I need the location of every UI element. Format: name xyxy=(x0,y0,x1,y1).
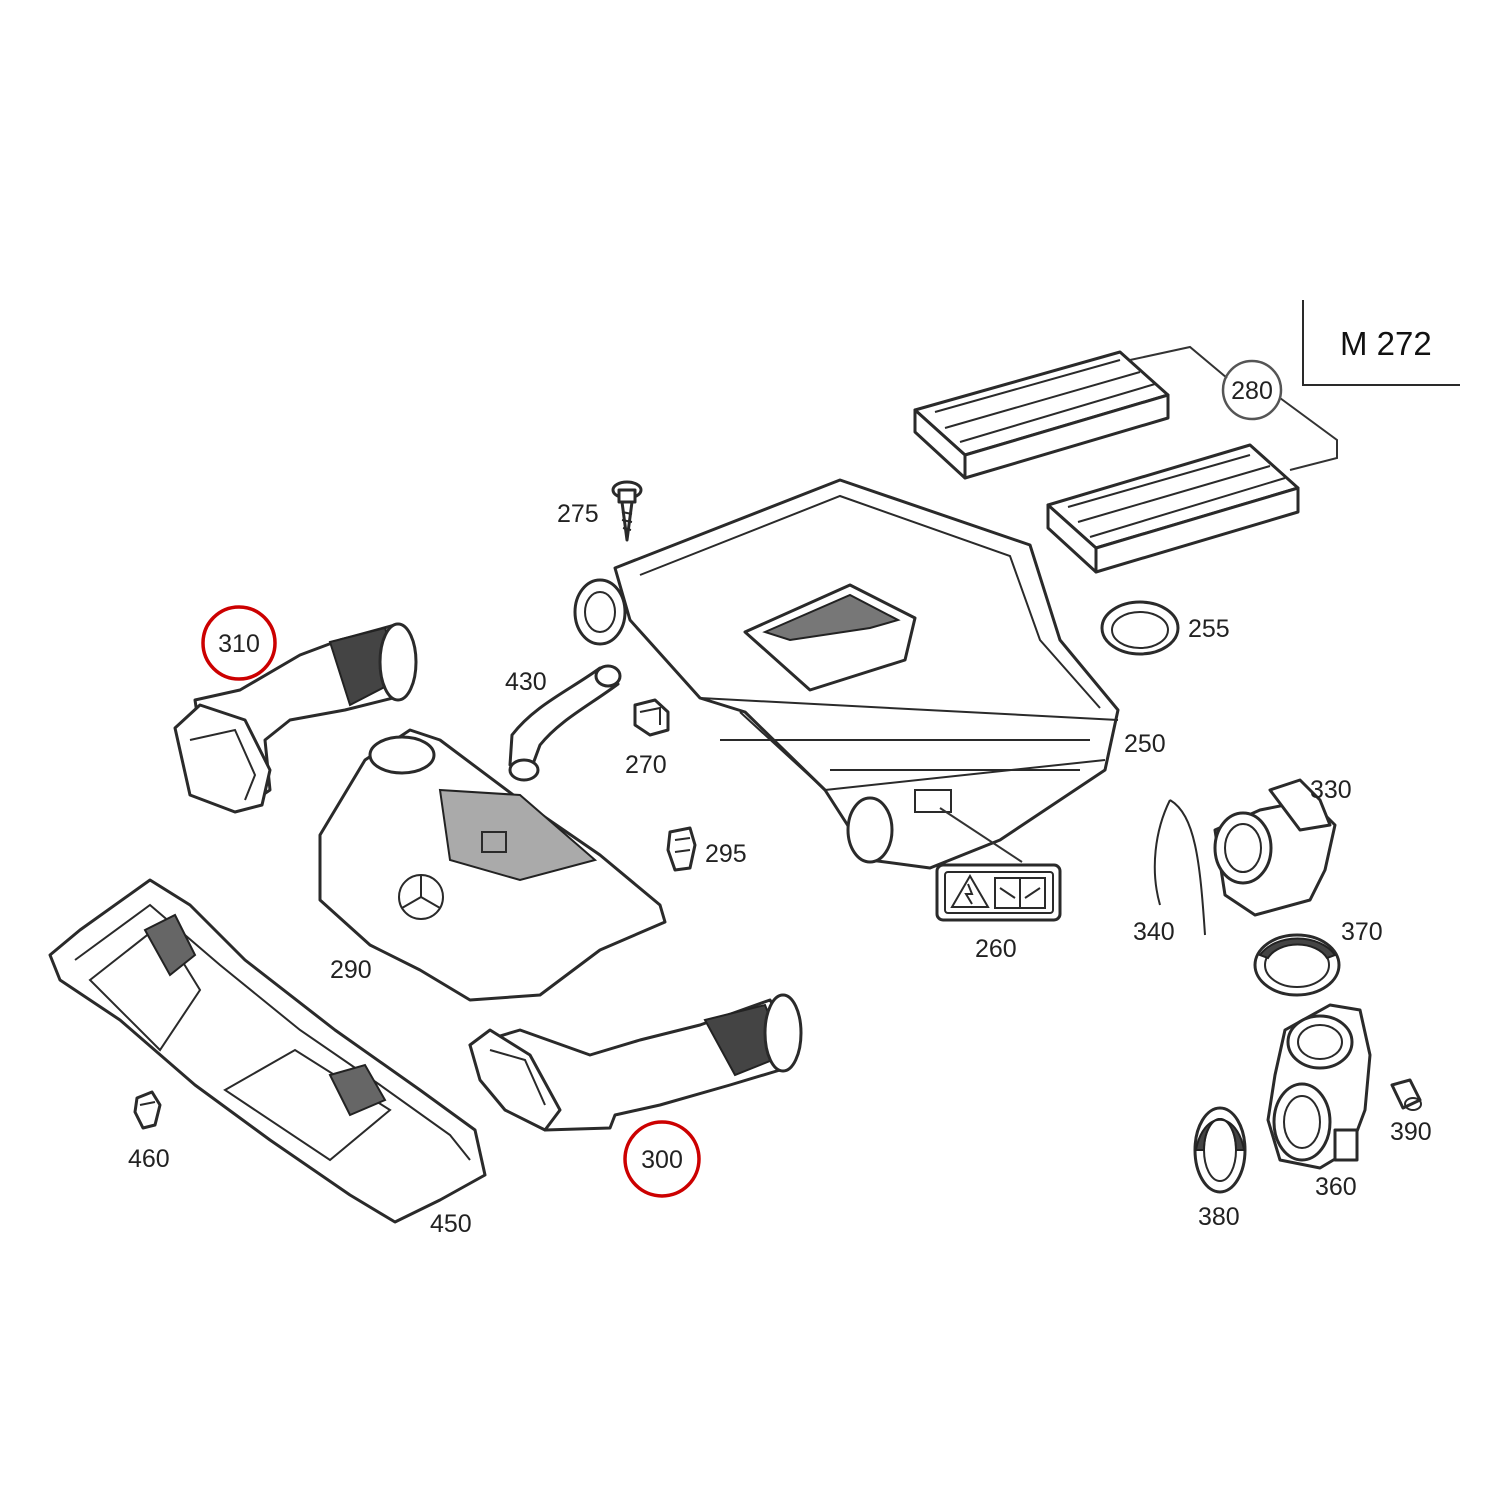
service-manual-icon xyxy=(994,877,1046,909)
callout-300: 300 xyxy=(623,1120,701,1198)
label-295: 295 xyxy=(705,840,747,868)
label-270: 270 xyxy=(625,751,667,779)
highlight-ring-310 xyxy=(201,605,277,681)
part-290-engine-cover[interactable]: 290 xyxy=(318,728,667,1002)
part-255-seal-ring[interactable]: 255 xyxy=(1100,600,1230,656)
part-340-seal-strip[interactable]: 340 xyxy=(1133,799,1206,946)
label-460: 460 xyxy=(128,1145,170,1173)
label-380: 380 xyxy=(1198,1203,1240,1231)
part-250-air-filter-housing[interactable]: 250 xyxy=(573,478,1166,870)
title-box-frame xyxy=(1302,300,1460,386)
label-450: 450 xyxy=(430,1210,472,1238)
label-430: 430 xyxy=(505,668,547,696)
label-260: 260 xyxy=(975,935,1017,963)
three-pointed-star-emblem xyxy=(398,874,444,920)
part-390-plug[interactable]: 390 xyxy=(1390,1078,1432,1146)
part-330-air-mass-sensor[interactable]: 330 xyxy=(1213,776,1352,917)
engine-code-label: M 272 xyxy=(1340,325,1432,362)
label-290: 290 xyxy=(330,956,372,984)
part-275-screw[interactable]: 275 xyxy=(557,480,643,542)
part-280-air-filters[interactable] xyxy=(913,350,1300,574)
electrical-hazard-icon xyxy=(950,874,990,908)
part-360-throttle-housing[interactable]: 360 xyxy=(1266,1003,1372,1201)
callout-280: 280 xyxy=(1129,345,1338,471)
part-430-hose[interactable]: 430 xyxy=(505,664,622,782)
part-380-seal-ring[interactable]: 380 xyxy=(1193,1106,1247,1231)
label-360: 360 xyxy=(1315,1173,1357,1201)
label-275: 275 xyxy=(557,500,599,528)
label-390: 390 xyxy=(1390,1118,1432,1146)
part-310-intake-duct[interactable] xyxy=(173,622,418,814)
part-260-warning-label[interactable]: 260 xyxy=(935,807,1062,963)
part-295-fastener[interactable]: 295 xyxy=(666,826,747,872)
callout-310: 310 xyxy=(201,605,277,681)
label-250: 250 xyxy=(1124,730,1166,758)
label-255: 255 xyxy=(1188,615,1230,643)
engine-code-box: M 272 xyxy=(1302,300,1460,386)
label-330: 330 xyxy=(1310,776,1352,804)
label-280: 280 xyxy=(1231,377,1273,405)
label-300: 300 xyxy=(641,1146,683,1174)
part-300-intake-duct[interactable] xyxy=(468,993,803,1132)
part-460-clip[interactable]: 460 xyxy=(128,1090,170,1173)
part-270-clip[interactable]: 270 xyxy=(625,698,670,779)
label-370: 370 xyxy=(1341,918,1383,946)
label-310: 310 xyxy=(218,630,260,658)
highlight-ring-300 xyxy=(623,1120,701,1198)
part-450-intake-panel[interactable]: 450 xyxy=(48,878,487,1238)
part-370-clamp-ring[interactable]: 370 xyxy=(1253,918,1383,997)
label-340: 340 xyxy=(1133,918,1175,946)
